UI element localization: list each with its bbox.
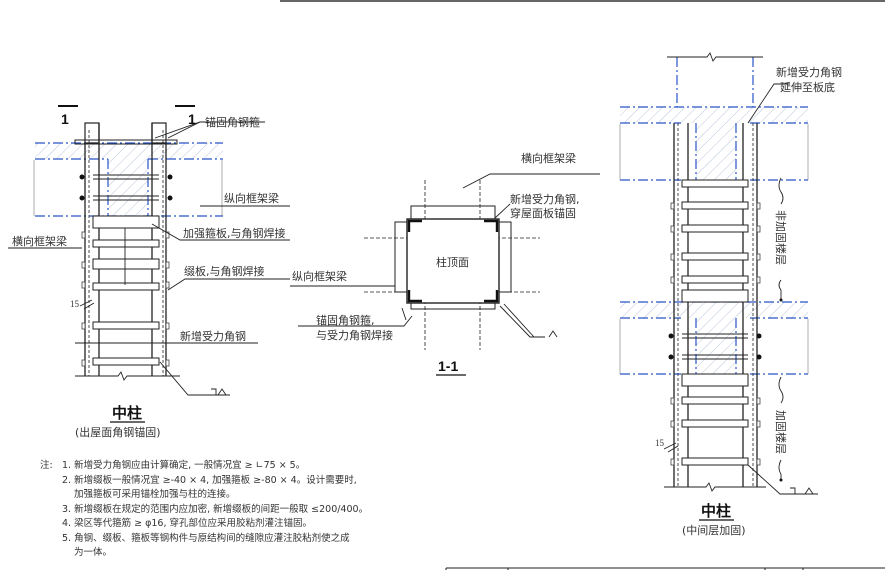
label-new-angle-steel: 新增受力角钢 [180,329,246,343]
note-5-cont: 为一体。 [74,547,113,558]
section-title: 1-1 [438,358,458,374]
label-reinforcing-hoop-plate: 加强箍板,与角钢焊接 [183,226,286,240]
note-1: 注: 1. 新增受力角钢应由计算确定, 一般情况宜 ≥ ∟75 × 5。 [40,459,460,474]
note-5: 5. 角钢、缀板、箍板等钢构件与原结构间的缝隙应灌注胶粘剂使之成 [62,532,350,544]
right-column-elevation [619,52,818,495]
dimension-15-right: 15 [655,438,665,448]
right-label-reinforced-floor: 加固楼层 [774,410,788,454]
left-column-elevation [8,105,290,396]
section-label-longitudinal-beam: 纵向框架梁 [292,269,347,283]
section-mark-right: 1 [188,111,196,127]
section-1-1-plan [290,173,600,350]
section-label-transverse-beam: 横向框架梁 [521,151,576,165]
right-label-new-angle-line1: 新增受力角钢 [776,65,842,79]
left-figure-subtitle: (出屋面角钢锚固) [75,425,161,439]
section-label-new-angle-line1: 新增受力角钢, [510,192,580,206]
beam-core-hatch [108,159,148,216]
section-mark-left: 1 [61,111,69,127]
dimension-15-left: 15 [70,299,80,309]
section-label-column-top: 柱顶面 [436,255,469,269]
right-figure-title: 中柱 [701,502,731,520]
section-label-anchor-hoop-line1: 锚固角钢箍, [316,313,375,327]
note-2: 2. 新增缀板一般情况宜 ≥-40 × 4, 加强箍板 ≥-80 × 4。设计需… [62,474,357,486]
note-text: 1. 新增受力角钢应由计算确定, 一般情况宜 ≥ ∟75 × 5。 [62,460,306,471]
right-label-new-angle-line2: 延伸至板底 [780,80,835,94]
note-3: 3. 新增缀板在规定的范围内应加密, 新增缀板的间距一般取 ≤200/400。 [62,503,369,515]
right-label-non-reinforced-floor: 非加固楼层 [774,210,788,265]
label-anchor-angle-hoop: 锚固角钢箍 [205,115,260,129]
label-transverse-beam: 横向框架梁 [12,234,67,248]
section-label-anchor-hoop-line2: 与受力角钢焊接 [316,328,393,342]
section-label-new-angle-line2: 穿屋面板锚固 [510,206,576,220]
note-2-cont: 加强箍板可采用锚栓加强与柱的连接。 [74,489,236,500]
left-figure-title: 中柱 [112,404,142,422]
label-batten-plate: 缀板,与角钢焊接 [184,264,265,278]
label-longitudinal-beam: 纵向框架梁 [224,191,279,205]
roof-slab [35,143,223,159]
right-figure-subtitle: (中间层加固) [682,524,746,537]
note-4: 4. 梁区等代箍筋 ≥ φ16, 穿孔部位应采用胶粘剂灌注锚固。 [62,518,312,529]
notes-block: 注: 1. 新增受力角钢应由计算确定, 一般情况宜 ≥ ∟75 × 5。 2. … [40,459,460,561]
notes-prefix: 注: [40,460,53,471]
column-top-square [406,218,500,304]
